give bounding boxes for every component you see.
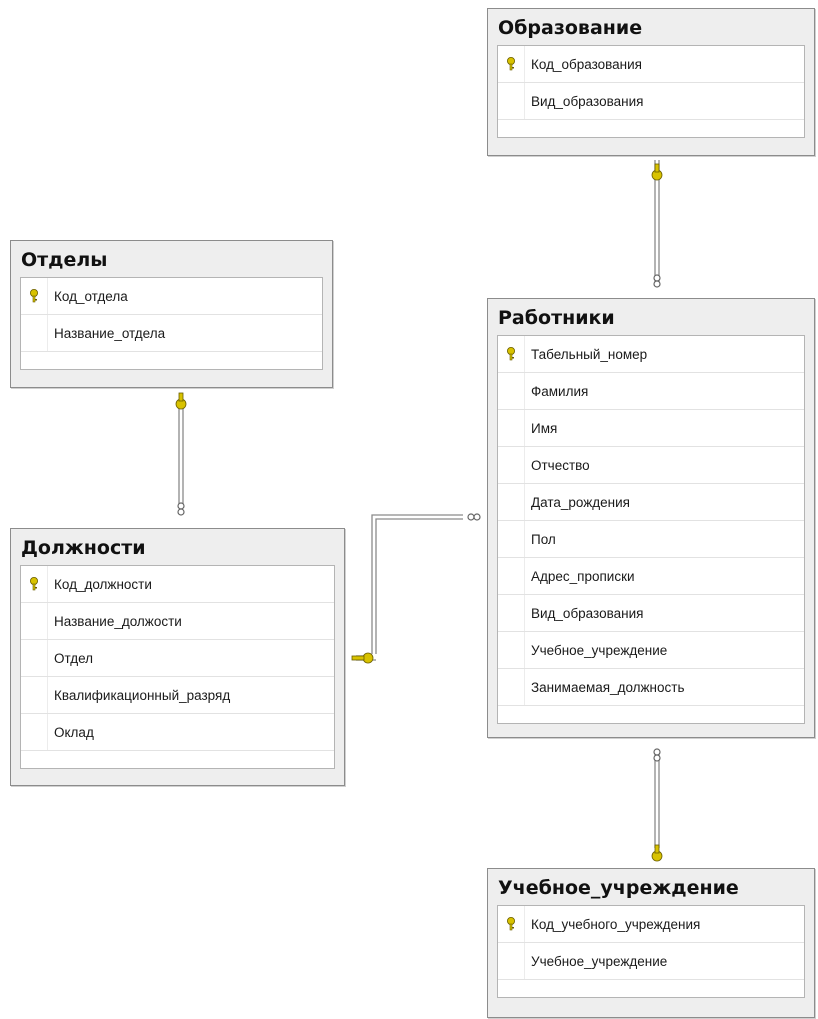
empty-row [498, 120, 804, 137]
row-selector [498, 83, 525, 119]
table-title: Учебное_учреждение [498, 877, 739, 899]
field-row[interactable]: Вид_образования [498, 83, 804, 120]
field-name: Адрес_прописки [531, 568, 635, 584]
field-name: Название_отдела [54, 325, 166, 341]
field-name: Оклад [54, 724, 94, 740]
empty-row [498, 706, 804, 723]
field-name: Название_должости [54, 613, 182, 629]
field-name: Занимаемая_должность [531, 679, 685, 695]
row-selector [21, 315, 48, 351]
field-name: Имя [531, 420, 558, 436]
key-icon [175, 392, 187, 410]
field-row[interactable]: Код_должности [21, 566, 334, 603]
empty-row [21, 352, 322, 369]
table-uchebnoe[interactable]: Учебное_учреждение Код_учебного_учрежден… [487, 868, 815, 1018]
field-row[interactable]: Название_отдела [21, 315, 322, 352]
field-row[interactable]: Вид_образования [498, 595, 804, 632]
row-selector [21, 677, 48, 713]
row-selector [498, 410, 525, 446]
row-selector [21, 714, 48, 750]
field-name: Код_отдела [54, 288, 128, 304]
field-name: Код_учебного_учреждения [531, 916, 701, 932]
infinity-icon [653, 274, 661, 288]
field-row[interactable]: Код_учебного_учреждения [498, 906, 804, 943]
infinity-icon [467, 513, 481, 521]
infinity-icon [653, 748, 661, 762]
infinity-icon [177, 502, 185, 516]
key-icon [351, 652, 374, 664]
field-row[interactable]: Табельный_номер [498, 336, 804, 373]
field-name: Отчество [531, 457, 590, 473]
key-icon [651, 844, 663, 862]
row-selector [498, 558, 525, 594]
field-row[interactable]: Пол [498, 521, 804, 558]
field-row[interactable]: Занимаемая_должность [498, 669, 804, 706]
field-row[interactable]: Код_образования [498, 46, 804, 83]
field-name: Квалификационный_разряд [54, 687, 231, 703]
key-icon [651, 163, 663, 181]
field-row[interactable]: Учебное_учреждение [498, 943, 804, 980]
empty-row [21, 751, 334, 768]
empty-row [498, 980, 804, 997]
row-selector [498, 595, 525, 631]
table-title: Отделы [21, 249, 108, 271]
key-icon [21, 278, 48, 314]
row-selector [498, 521, 525, 557]
field-row[interactable]: Фамилия [498, 373, 804, 410]
table-title: Работники [498, 307, 615, 329]
field-name: Код_должности [54, 576, 152, 592]
field-name: Код_образования [531, 56, 642, 72]
field-row[interactable]: Имя [498, 410, 804, 447]
field-name: Учебное_учреждение [531, 953, 668, 969]
field-row[interactable]: Отчество [498, 447, 804, 484]
field-name: Фамилия [531, 383, 589, 399]
field-row[interactable]: Адрес_прописки [498, 558, 804, 595]
field-row[interactable]: Квалификационный_разряд [21, 677, 334, 714]
key-icon [498, 906, 525, 942]
link-dolzhnosti-rabotniki [371, 514, 463, 654]
field-name: Учебное_учреждение [531, 642, 668, 658]
field-row[interactable]: Код_отдела [21, 278, 322, 315]
field-name: Вид_образования [531, 93, 644, 109]
row-selector [21, 640, 48, 676]
field-name: Пол [531, 531, 556, 547]
row-selector [498, 669, 525, 705]
key-icon [498, 336, 525, 372]
key-icon [498, 46, 525, 82]
row-selector [498, 632, 525, 668]
table-title: Должности [21, 537, 146, 559]
field-name: Табельный_номер [531, 346, 648, 362]
table-title: Образование [498, 17, 643, 39]
field-row[interactable]: Оклад [21, 714, 334, 751]
row-selector [498, 484, 525, 520]
row-selector [21, 603, 48, 639]
field-name: Дата_рождения [531, 494, 630, 510]
field-row[interactable]: Отдел [21, 640, 334, 677]
field-row[interactable]: Дата_рождения [498, 484, 804, 521]
key-icon [21, 566, 48, 602]
field-name: Вид_образования [531, 605, 644, 621]
field-row[interactable]: Название_должости [21, 603, 334, 640]
field-row[interactable]: Учебное_учреждение [498, 632, 804, 669]
row-selector [498, 943, 525, 979]
row-selector [498, 373, 525, 409]
field-name: Отдел [54, 650, 94, 666]
row-selector [498, 447, 525, 483]
